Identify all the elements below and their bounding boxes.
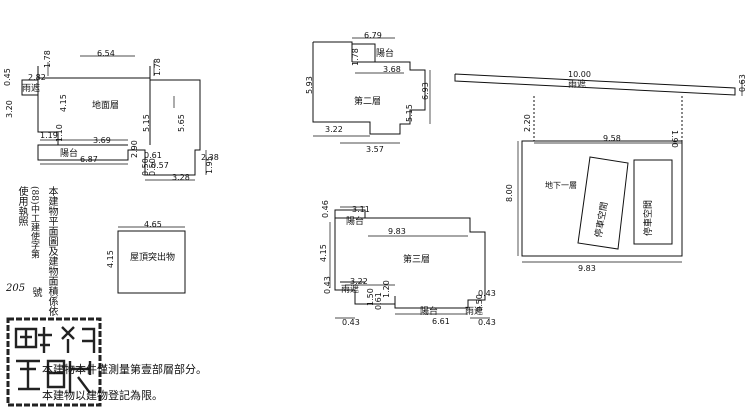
third-dim-3-11: 3.11 xyxy=(352,205,370,214)
second-dim-3-68: 3.68 xyxy=(383,65,401,74)
basement-dim-9-58: 9.58 xyxy=(603,134,621,143)
ground-dim-2-82: 2.82 xyxy=(28,73,46,82)
ground-dim-1-78b: 1.78 xyxy=(153,58,162,76)
ground-dim-3-69: 3.69 xyxy=(93,136,111,145)
second-dim-3-22: 3.22 xyxy=(325,125,343,134)
ground-dim-4-15: 4.15 xyxy=(59,94,68,112)
ground-dim-6-54: 6.54 xyxy=(97,49,115,58)
ground-balcony-label: 陽台 xyxy=(60,147,78,159)
ground-porch-label: 雨遮 xyxy=(22,82,40,94)
basement-plan xyxy=(454,73,736,257)
ground-dim-5-15: 5.15 xyxy=(142,114,151,132)
license-suffix: 號 xyxy=(30,287,41,297)
second-dim-5-15: 5.15 xyxy=(405,104,414,122)
basement-dim-1-90: 1.90 xyxy=(670,130,679,148)
parking-space-a xyxy=(577,156,629,250)
ground-dim-2-90: 2.90 xyxy=(130,140,139,158)
roof-outcrop-title: 屋頂突出物 xyxy=(130,251,175,263)
third-dim-0-46: 0.46 xyxy=(321,200,330,218)
footer-line-2: 本建物以建物登記為限。 xyxy=(42,389,163,402)
parking-a-label: 停車空間 xyxy=(592,201,610,239)
third-dim-1-20: 1.20 xyxy=(382,280,391,298)
second-dim-1-78: 1.78 xyxy=(351,48,360,66)
third-dim-4-15: 4.15 xyxy=(319,244,328,262)
second-floor-plan xyxy=(312,41,426,135)
third-dim-1-50: 1.50 xyxy=(366,288,375,306)
ground-floor-plan xyxy=(21,66,201,176)
ground-dim-0-57: 0.57 xyxy=(151,161,169,170)
third-dim-0-50: 0.50 xyxy=(475,294,484,312)
basement-dim-2-20: 2.20 xyxy=(523,114,532,132)
third-porch-left-label: 雨遮 xyxy=(341,283,359,295)
ground-dim-1-78: 1.78 xyxy=(43,50,52,68)
third-floor-plan xyxy=(334,209,486,309)
ground-dim-1-10: 1.10 xyxy=(55,124,64,142)
ground-dim-0-50b: 0.50 xyxy=(148,158,157,176)
third-dim-9-83: 9.83 xyxy=(388,227,406,236)
ground-floor-title: 地面層 xyxy=(92,99,119,111)
third-dim-0-61: 0.61 xyxy=(374,292,383,310)
third-dim-0-43c: 0.43 xyxy=(478,318,496,327)
third-balcony-top-label: 陽台 xyxy=(346,215,364,227)
parking-space-b xyxy=(633,159,673,245)
footer-line-1: 本建物本件僅測量第壹部層部分。 xyxy=(42,363,207,376)
third-dim-0-43d: 0.43 xyxy=(478,289,496,298)
basement-dim-0-63: 0.63 xyxy=(738,74,747,92)
ground-dim-0-45: 0.45 xyxy=(3,68,12,86)
second-dim-6-93: 6.93 xyxy=(421,82,430,100)
ground-dim-1-19: 1.19 xyxy=(40,131,58,140)
parking-b-label: 停車空間 xyxy=(642,200,654,236)
license-number-prefix: (88)中工建使字第 xyxy=(29,186,39,259)
basement-porch-label: 雨遮 xyxy=(568,78,586,90)
third-dim-6-61: 6.61 xyxy=(432,317,450,326)
third-porch-right-label: 雨遮 xyxy=(465,305,483,317)
roof-dim-4-65: 4.65 xyxy=(144,220,162,229)
ground-dim-5-65: 5.65 xyxy=(177,114,186,132)
roof-outcrop-plan xyxy=(117,230,186,294)
second-dim-5-93: 5.93 xyxy=(305,76,314,94)
basement-dim-10-00: 10.00 xyxy=(568,70,591,79)
ground-dim-3-28: 3.28 xyxy=(172,173,190,182)
ground-dim-6-87: 6.87 xyxy=(80,155,98,164)
third-balcony-bottom-label: 陽台 xyxy=(420,305,438,317)
second-dim-3-57: 3.57 xyxy=(366,145,384,154)
ground-dim-1-95: 1.95 xyxy=(205,156,214,174)
basement-title: 地下一層 xyxy=(545,180,577,190)
official-seal xyxy=(6,317,102,407)
roof-dim-4-15: 4.15 xyxy=(106,250,115,268)
basement-dim-8-00: 8.00 xyxy=(505,184,514,202)
license-number: 205 xyxy=(6,283,26,294)
ground-dim-2-38: 2.38 xyxy=(201,153,219,162)
second-floor-title: 第二層 xyxy=(354,95,381,107)
license-note: 使用執照 xyxy=(16,186,27,226)
basis-note: 本建物平面圖及建物面積係依 xyxy=(46,186,57,316)
ground-dim-0-50a: 0.50 xyxy=(141,158,150,176)
ground-dim-3-20: 3.20 xyxy=(5,100,14,118)
second-balcony-label: 陽台 xyxy=(376,47,394,59)
second-dim-6-79: 6.79 xyxy=(364,31,382,40)
third-floor-title: 第三層 xyxy=(403,253,430,265)
basement-dim-9-83: 9.83 xyxy=(578,264,596,273)
third-dim-0-43b: 0.43 xyxy=(342,318,360,327)
ground-dim-0-61: 0.61 xyxy=(144,151,162,160)
third-dim-3-22: 3.22 xyxy=(350,277,368,286)
third-dim-0-43a: 0.43 xyxy=(323,276,332,294)
